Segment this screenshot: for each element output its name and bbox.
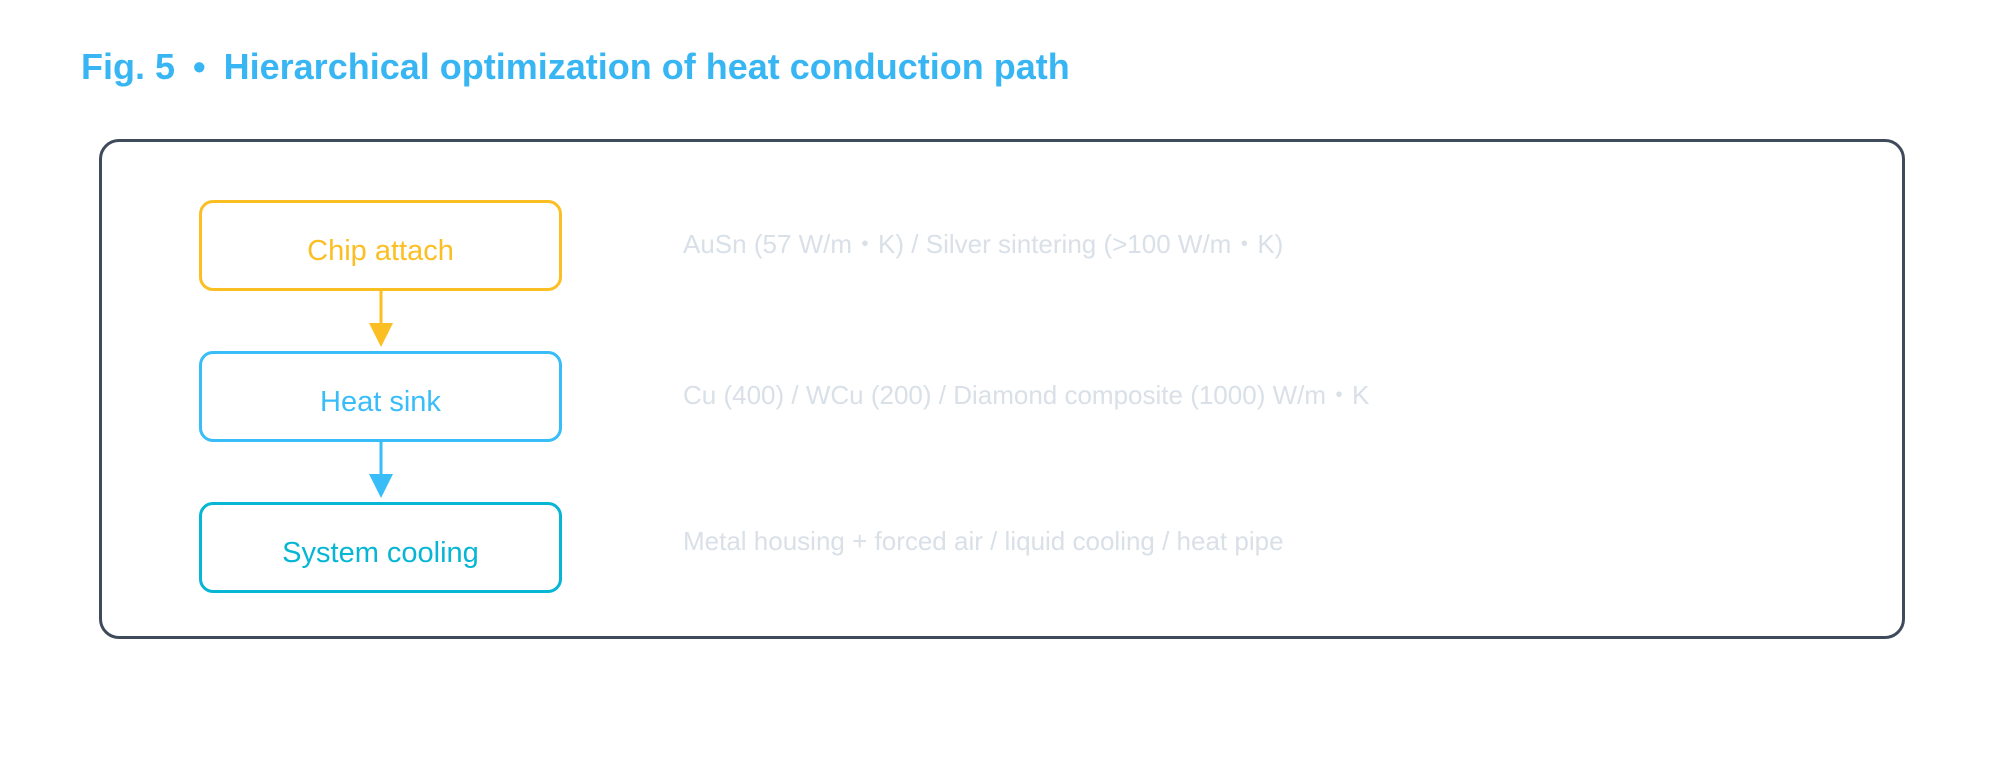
diagram-frame: [99, 139, 1905, 639]
step-description-system-cooling: Metal housing + forced air / liquid cool…: [683, 526, 1284, 556]
step-label: Chip attach: [307, 235, 454, 267]
figure-label: Fig. 5: [81, 46, 176, 87]
step-chip-attach: Chip attach: [199, 200, 562, 291]
figure-title-text: Hierarchical optimization of heat conduc…: [223, 46, 1070, 87]
arrow-heatsink-to-cooling: [369, 442, 393, 498]
step-description-chip-attach: AuSn (57 W/m・K) / Silver sintering (>100…: [683, 229, 1284, 259]
step-system-cooling: System cooling: [199, 502, 562, 593]
step-label: System cooling: [282, 537, 479, 569]
step-description-heat-sink: Cu (400) / WCu (200) / Diamond composite…: [683, 380, 1370, 410]
step-heat-sink: Heat sink: [199, 351, 562, 442]
step-label: Heat sink: [320, 386, 441, 418]
title-separator: •: [193, 46, 206, 87]
arrow-chip-to-heatsink: [369, 291, 393, 347]
figure-title: Fig. 5 • Hierarchical optimization of heat…: [81, 42, 1070, 92]
